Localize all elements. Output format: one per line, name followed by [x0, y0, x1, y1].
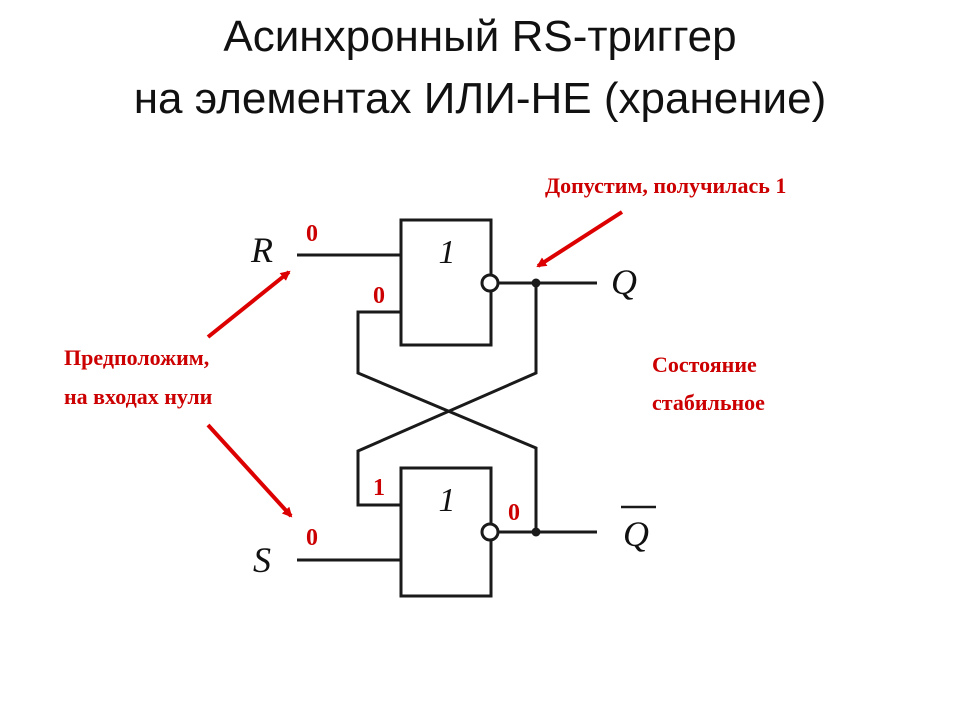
bottom-feedback-value: 1: [373, 475, 385, 501]
assumed-output-note: Допустим, получилась 1: [545, 173, 786, 198]
state-note-line-1: Состояние: [652, 352, 757, 377]
title-line-2: на элементах ИЛИ-НЕ (хранение): [133, 74, 827, 123]
arrow-to-s-input: [206, 423, 293, 518]
assume-inputs-note-line-1: Предположим,: [64, 345, 209, 370]
q-bar-feedback-wire: [356, 310, 538, 532]
top-feedback-value: 0: [373, 283, 385, 309]
q-bar-pin-label: Q: [623, 514, 649, 554]
arrow-to-r-input: [206, 270, 291, 339]
s-pin-label: S: [253, 540, 271, 580]
bottom-gate-symbol: 1: [439, 482, 456, 519]
r-pin-label: R: [250, 230, 273, 270]
q-bar-output-value: 0: [508, 500, 520, 526]
top-gate-inversion-bubble: [480, 273, 500, 293]
top-gate-symbol: 1: [439, 234, 456, 271]
title-line-1: Асинхронный RS-триггер: [223, 12, 737, 61]
r-input-value: 0: [306, 221, 318, 247]
q-pin-label: Q: [611, 262, 637, 302]
arrow-to-q-output: [536, 210, 624, 268]
s-input-value: 0: [306, 525, 318, 551]
q-feedback-wire: [356, 283, 538, 507]
state-note-line-2: стабильное: [652, 390, 765, 415]
assume-inputs-note-line-2: на входах нули: [64, 384, 213, 409]
bottom-gate-inversion-bubble: [480, 522, 500, 542]
